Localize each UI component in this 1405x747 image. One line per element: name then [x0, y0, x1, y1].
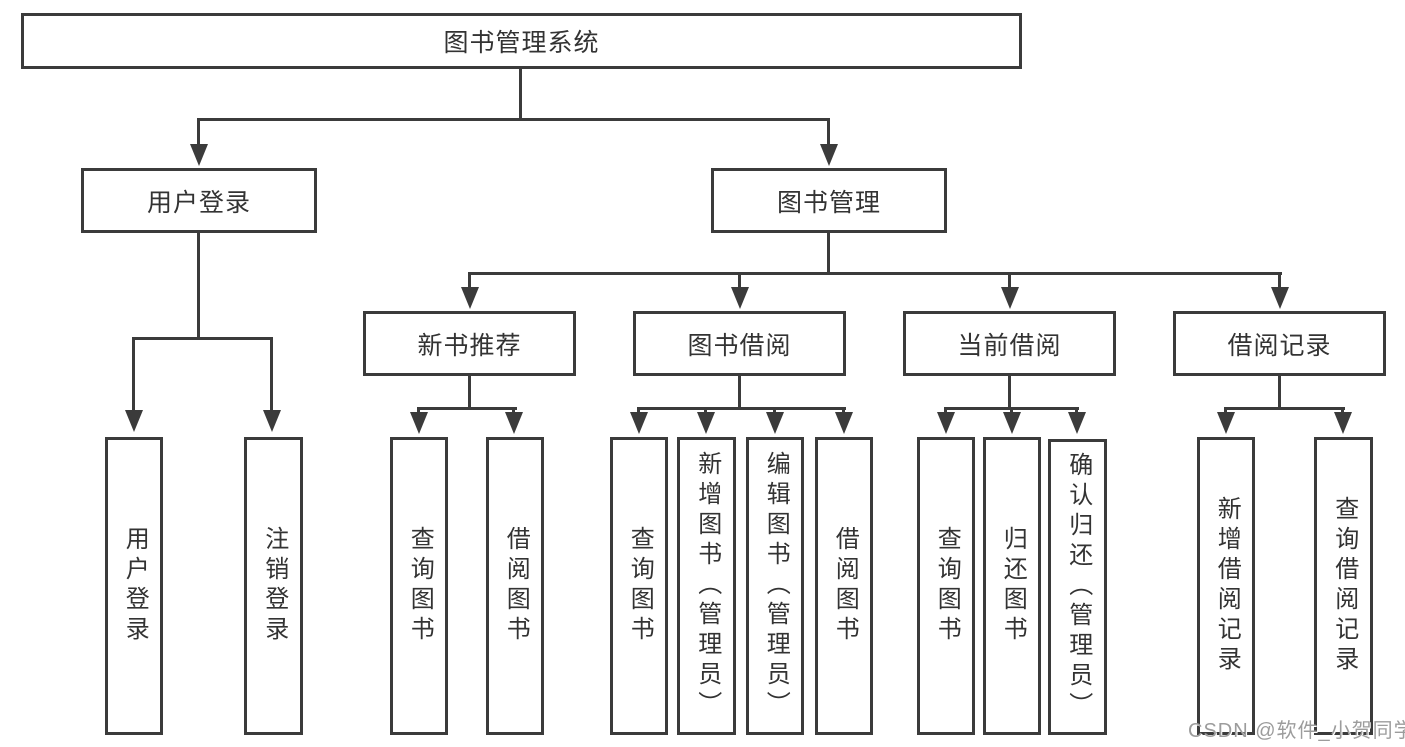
connector-borrow-record-shaft	[1278, 272, 1281, 290]
arrow-down-icon	[1334, 412, 1352, 434]
box-query-borrow-record-label: 查询借阅记录	[1330, 496, 1358, 676]
box-login: 用户登录	[105, 437, 163, 735]
connector-root-stem	[519, 69, 522, 118]
connector-user-login-stem	[197, 233, 200, 339]
box-current-borrow: 当前借阅	[903, 311, 1116, 376]
connector-current-borrow-stem	[1008, 376, 1011, 409]
box-new-book-recommend-label: 新书推荐	[417, 331, 522, 360]
box-return-books: 归还图书	[983, 437, 1041, 735]
connector-leaf-shaft	[1224, 407, 1227, 415]
connector-borrow-records-rail	[1224, 407, 1345, 410]
box-library-system: 图书管理系统	[21, 13, 1022, 69]
box-edit-books-admin: 编辑图书（管理员）	[746, 437, 804, 735]
connector-leaf-shaft	[512, 407, 515, 415]
connector-current-borrow-shaft	[1008, 272, 1011, 290]
connector-level2-rail	[468, 272, 1282, 275]
arrow-down-icon	[835, 412, 853, 434]
arrow-down-icon	[190, 144, 208, 166]
box-book-management-label: 图书管理	[776, 188, 881, 217]
connector-leaf-shaft	[1341, 407, 1344, 415]
arrow-down-icon	[461, 287, 479, 309]
box-query-books-current: 查询图书	[917, 437, 975, 735]
connector-new-book-shaft	[468, 272, 471, 290]
box-user-login: 用户登录	[81, 168, 317, 233]
connector-book-borrow-stem	[738, 376, 741, 409]
arrow-down-icon	[263, 410, 281, 432]
box-add-books-admin-label: 新增图书（管理员）	[693, 451, 721, 721]
box-logout: 注销登录	[244, 437, 303, 735]
arrow-down-icon	[1271, 287, 1289, 309]
arrow-down-icon	[731, 287, 749, 309]
connector-leaf-shaft	[1010, 407, 1013, 415]
connector-leaf-shaft	[637, 407, 640, 415]
connector-book-mgmt-shaft	[827, 118, 830, 146]
box-borrow-books-recommend: 借阅图书	[486, 437, 544, 735]
box-current-borrow-label: 当前借阅	[957, 331, 1062, 360]
arrow-down-icon	[937, 412, 955, 434]
arrow-down-icon	[410, 412, 428, 434]
connector-borrow-records-stem	[1278, 376, 1281, 409]
arrow-down-icon	[1003, 412, 1021, 434]
connector-user-login-rail	[132, 337, 273, 340]
arrow-down-icon	[820, 144, 838, 166]
csdn-watermark: CSDN @软件_小贺同学	[1188, 720, 1405, 742]
box-book-management: 图书管理	[711, 168, 947, 233]
box-query-books-borrow: 查询图书	[610, 437, 668, 735]
box-borrow-records-label: 借阅记录	[1227, 331, 1332, 360]
box-return-books-label: 归还图书	[999, 526, 1027, 646]
box-library-system-label: 图书管理系统	[443, 29, 600, 57]
connector-login-shaft	[132, 337, 135, 412]
box-add-borrow-record-label: 新增借阅记录	[1213, 496, 1241, 676]
arrow-down-icon	[125, 410, 143, 432]
box-confirm-return-admin-label: 确认归还（管理员）	[1064, 452, 1092, 722]
box-add-books-admin: 新增图书（管理员）	[677, 437, 736, 735]
box-query-books-borrow-label: 查询图书	[626, 526, 654, 646]
connector-leaf-shaft	[417, 407, 420, 415]
box-borrow-books-recommend-label: 借阅图书	[502, 526, 530, 646]
connector-leaf-shaft	[704, 407, 707, 415]
box-user-login-label: 用户登录	[146, 188, 251, 217]
arrow-down-icon	[1001, 287, 1019, 309]
arrow-down-icon	[630, 412, 648, 434]
arrow-down-icon	[505, 412, 523, 434]
box-new-book-recommend: 新书推荐	[363, 311, 576, 376]
arrow-down-icon	[1217, 412, 1235, 434]
box-login-label: 用户登录	[121, 526, 149, 646]
box-borrow-records: 借阅记录	[1173, 311, 1386, 376]
box-query-borrow-record: 查询借阅记录	[1314, 437, 1373, 735]
connector-user-login-shaft	[197, 118, 200, 146]
connector-level1-rail	[197, 118, 830, 121]
box-book-borrow: 图书借阅	[633, 311, 846, 376]
connector-new-book-stem	[468, 376, 471, 409]
box-borrow-books-label: 借阅图书	[831, 526, 859, 646]
box-query-books-recommend-label: 查询图书	[406, 526, 434, 646]
box-book-borrow-label: 图书借阅	[687, 331, 792, 360]
connector-book-borrow-shaft	[738, 272, 741, 290]
connector-logout-shaft	[270, 337, 273, 412]
arrow-down-icon	[697, 412, 715, 434]
connector-leaf-shaft	[944, 407, 947, 415]
connector-leaf-shaft	[773, 407, 776, 415]
box-logout-label: 注销登录	[260, 526, 288, 646]
connector-leaf-shaft	[1075, 407, 1078, 415]
arrow-down-icon	[1068, 412, 1086, 434]
connector-book-borrow-rail	[637, 407, 846, 410]
connector-leaf-shaft	[842, 407, 845, 415]
connector-book-mgmt-stem	[827, 233, 830, 274]
box-confirm-return-admin: 确认归还（管理员）	[1048, 439, 1107, 735]
box-query-books-current-label: 查询图书	[933, 526, 961, 646]
box-query-books-recommend: 查询图书	[390, 437, 448, 735]
box-edit-books-admin-label: 编辑图书（管理员）	[762, 451, 790, 721]
connector-new-book-rail	[417, 407, 517, 410]
box-borrow-books: 借阅图书	[815, 437, 873, 735]
box-add-borrow-record: 新增借阅记录	[1197, 437, 1255, 735]
arrow-down-icon	[766, 412, 784, 434]
